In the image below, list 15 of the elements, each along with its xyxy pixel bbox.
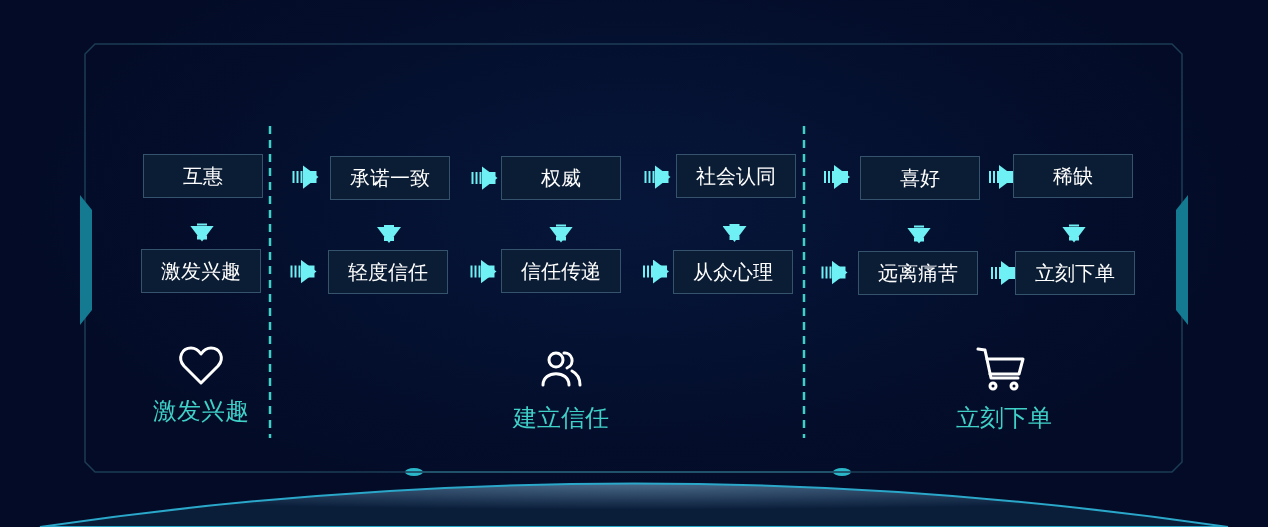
process-box: 远离痛苦 — [858, 251, 978, 295]
process-box: 从众心理 — [673, 250, 793, 294]
process-box: 轻度信任 — [328, 250, 448, 294]
process-box: 稀缺 — [1013, 154, 1133, 198]
section-title: 立刻下单 — [956, 403, 1052, 434]
process-box: 喜好 — [860, 156, 980, 200]
process-box: 社会认同 — [676, 154, 796, 198]
process-box: 承诺一致 — [330, 156, 450, 200]
process-box: 权威 — [501, 156, 621, 200]
process-box: 立刻下单 — [1015, 251, 1135, 295]
section-title: 激发兴趣 — [153, 396, 249, 427]
process-box: 激发兴趣 — [141, 249, 261, 293]
section-title: 建立信任 — [513, 403, 609, 434]
process-box: 互惠 — [143, 154, 263, 198]
process-box: 信任传递 — [501, 249, 621, 293]
